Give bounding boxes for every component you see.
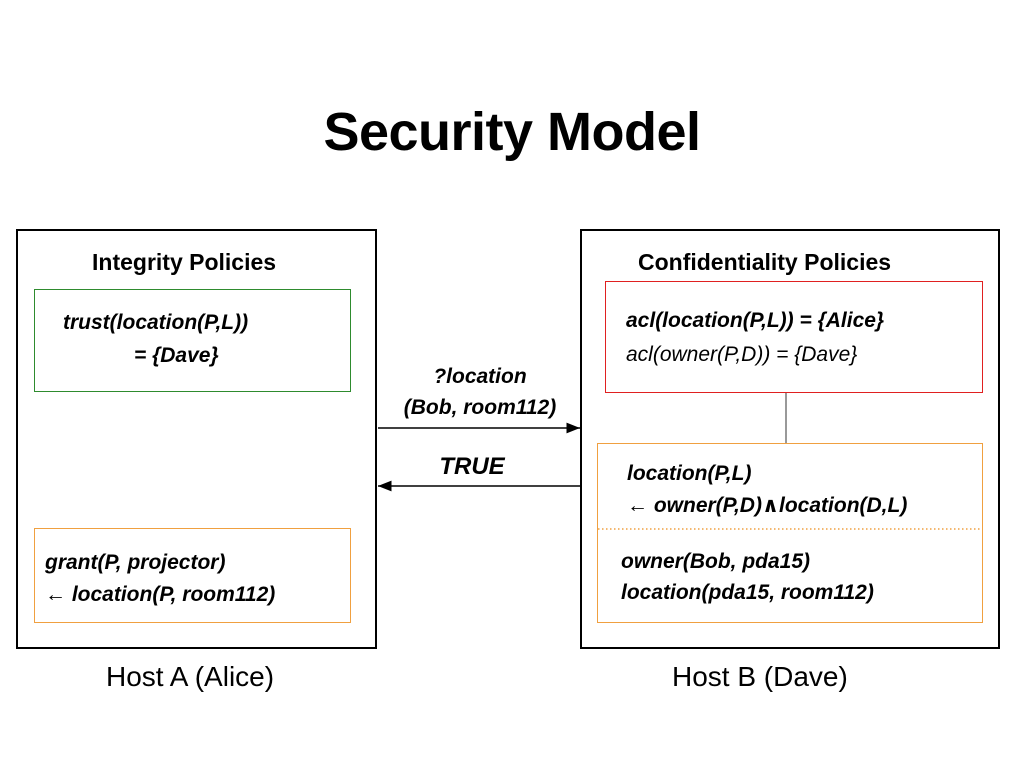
host-b-box <box>580 229 1000 649</box>
trust-policy-box <box>34 289 351 392</box>
trust-policy-line2: = {Dave} <box>134 344 219 367</box>
grant-rule-line1: grant(P, projector) <box>45 551 226 574</box>
host-a-caption: Host A (Alice) <box>106 661 275 692</box>
acl-policy-line1: acl(location(P,L)) = {Alice} <box>626 309 885 332</box>
location-rule-box <box>597 443 983 623</box>
query-label-line1: ?location <box>433 365 527 388</box>
host-a-box <box>16 229 377 649</box>
fact-line2: location(pda15, room112) <box>621 581 874 604</box>
grant-rule-box <box>34 528 351 623</box>
grant-rule-line2: ← location(P, room112) <box>45 583 276 606</box>
reply-label: TRUE <box>439 453 505 480</box>
confidentiality-policies-heading: Confidentiality Policies <box>638 249 892 275</box>
host-b-caption: Host B (Dave) <box>672 661 848 692</box>
location-rule-line1: location(P,L) <box>627 462 752 485</box>
query-label-line2: (Bob, room112) <box>403 396 557 419</box>
location-rule-line2: ← owner(P,D)∧location(D,L) <box>627 494 908 517</box>
slide-title: Security Model <box>323 102 701 162</box>
acl-policy-line2: acl(owner(P,D)) = {Dave} <box>626 343 858 366</box>
acl-policy-box <box>605 281 983 393</box>
trust-policy-line1: trust(location(P,L)) <box>63 311 249 334</box>
integrity-policies-heading: Integrity Policies <box>92 249 277 275</box>
fact-line1: owner(Bob, pda15) <box>621 550 811 573</box>
